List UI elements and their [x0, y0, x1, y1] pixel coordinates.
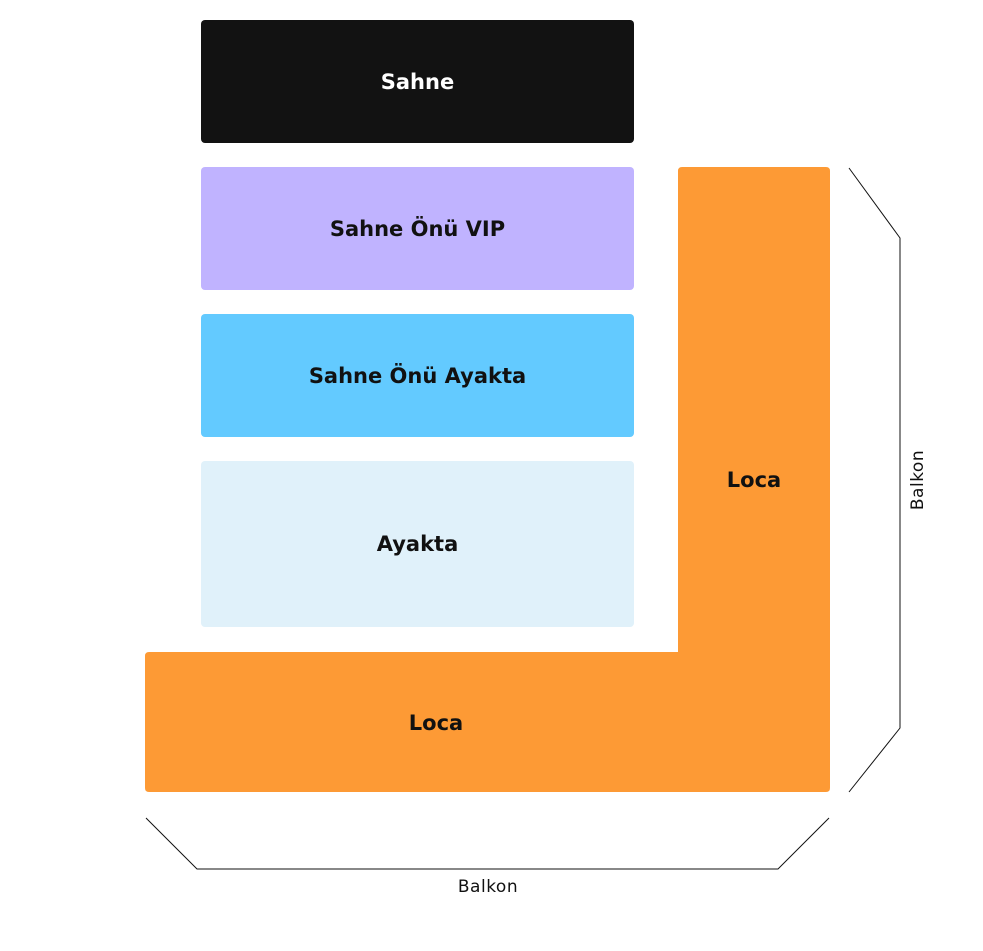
- stage-area: Sahne: [201, 20, 634, 143]
- zone-label: Sahne Önü VIP: [329, 216, 506, 241]
- zone-ayakta[interactable]: Ayakta: [201, 461, 634, 627]
- zone-loca-shape[interactable]: [145, 167, 830, 792]
- balcony-right-label: Balkon: [908, 449, 928, 511]
- stage-label: Sahne: [380, 69, 455, 94]
- zone-label: Sahne Önü Ayakta: [308, 363, 527, 388]
- zone-label: Ayakta: [376, 532, 459, 556]
- zone-sahne-onu-vip[interactable]: Sahne Önü VIP: [201, 167, 634, 290]
- balcony-bottom-label: Balkon: [457, 877, 519, 897]
- loca-bottom-label: Loca: [408, 711, 464, 735]
- balcony-right-outline: [848, 167, 901, 793]
- zone-sahne-onu-ayakta[interactable]: Sahne Önü Ayakta: [201, 314, 634, 437]
- balcony-bottom-outline: [145, 817, 830, 870]
- loca-right-label: Loca: [726, 468, 782, 492]
